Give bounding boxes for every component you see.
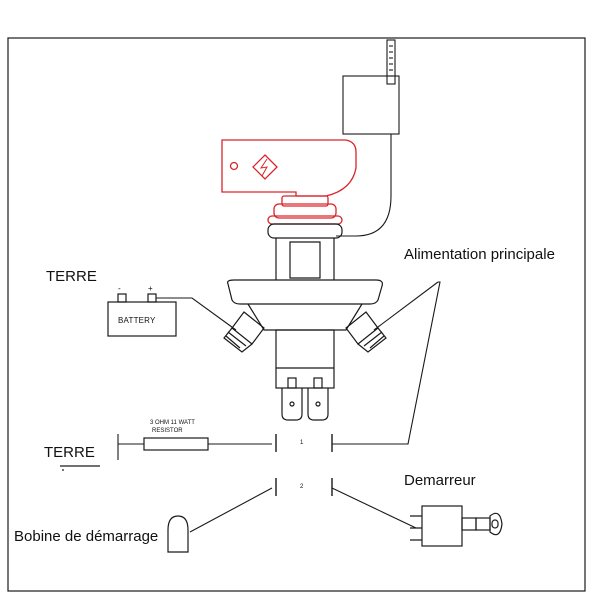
- lightning-icon: [252, 154, 278, 180]
- battery-minus-label: -: [118, 284, 121, 293]
- coil-wire: [189, 487, 273, 533]
- wires: [117, 281, 441, 533]
- starter-wire: [331, 487, 417, 529]
- terminal-1-label: 1: [300, 440, 304, 446]
- left-stud: [223, 311, 265, 353]
- resistor-icon: [143, 437, 209, 451]
- battery-label: BATTERY: [118, 316, 156, 325]
- diagram-frame: [7, 37, 586, 592]
- starter-switch: [410, 505, 503, 547]
- resistor-line2-label: RESISTOR: [152, 428, 183, 434]
- resistor-line1-label: 3 OHM 11 WATT: [150, 420, 195, 426]
- terre-top-label: TERRE: [46, 268, 97, 285]
- demarreur-label: Demarreur: [404, 472, 476, 489]
- coil-icon: [167, 515, 189, 553]
- switch-handle: [221, 139, 357, 225]
- battery-to-switch-wire: [156, 297, 237, 331]
- terminal-markers: [275, 434, 333, 496]
- terre-bottom-label: TERRE: [44, 444, 95, 461]
- terminal-2-label: 2: [300, 484, 304, 490]
- main-supply-wire: [373, 281, 439, 331]
- bobine-label: Bobine de démarrage: [14, 528, 159, 545]
- key-icon: [475, 512, 503, 536]
- battery-icon: [107, 293, 177, 337]
- battery-plus-label: +: [148, 284, 153, 293]
- ground-icon: [60, 465, 100, 471]
- right-stud: [345, 311, 387, 353]
- remote-lead: [336, 39, 400, 237]
- main-supply-wire-2: [332, 281, 441, 445]
- alimentation-label: Alimentation principale: [404, 246, 555, 263]
- switch-body: [227, 223, 383, 421]
